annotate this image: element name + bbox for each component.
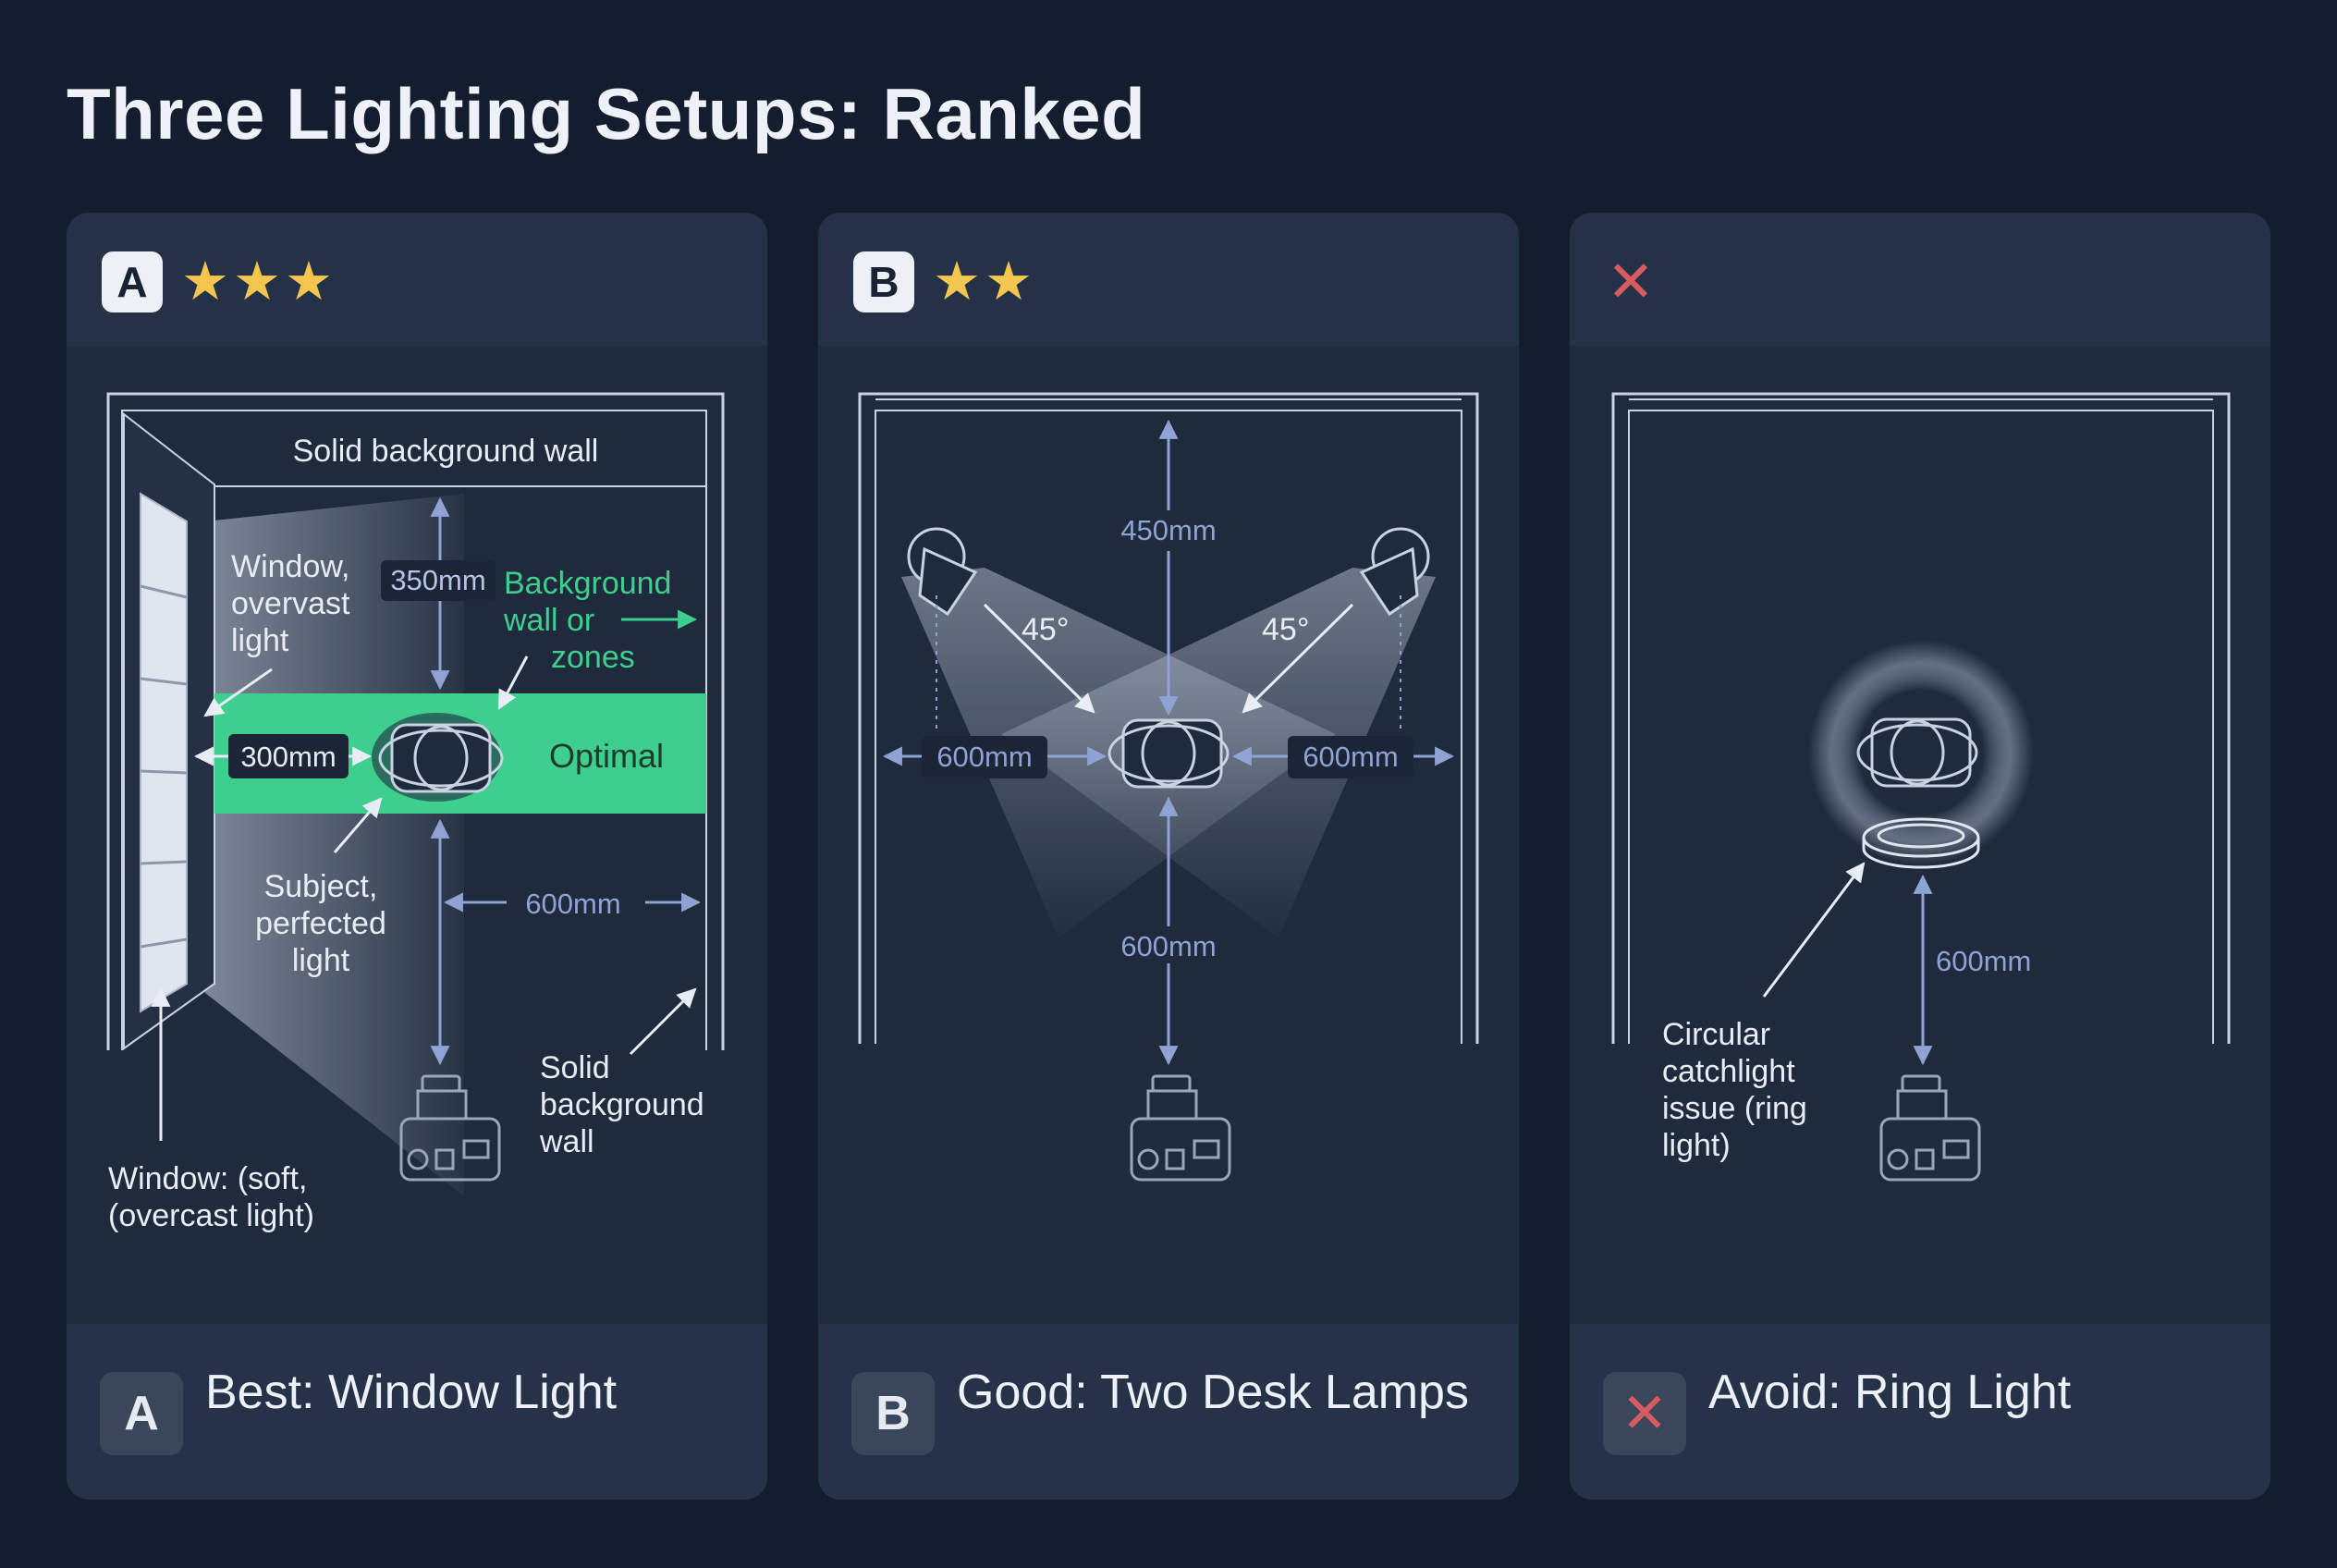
bg-label-line2: wall or <box>503 603 594 638</box>
dim-right-label: 600mm <box>525 888 620 920</box>
footer-title: Good: Two Desk Lamps <box>957 1366 1469 1419</box>
ring-light-diagram: 600mm Circular catchlight issue (ring li… <box>1611 392 2231 1182</box>
bg-label-line3: zones <box>551 640 635 675</box>
subject-icon <box>390 723 492 793</box>
close-icon: ✕ <box>1607 251 1655 314</box>
card-window-light: A ★★★ <box>67 213 767 1500</box>
footer-rank-badge: B <box>851 1372 935 1455</box>
issue-label-line1: Circular <box>1662 1017 1770 1052</box>
issue-label-line2: catchlight <box>1662 1054 1795 1089</box>
wall-right-line1: Solid <box>540 1050 610 1085</box>
camera-icon <box>1130 1074 1231 1182</box>
camera-icon <box>1879 1074 1981 1182</box>
optimal-label: Optimal <box>549 737 664 775</box>
room-wall <box>106 392 725 1050</box>
window-bottom-line2: (overcast light) <box>108 1198 314 1233</box>
footer-title: Best: Window Light <box>205 1366 618 1419</box>
dim-left-label: 300mm <box>240 741 336 773</box>
window-label-line1: Window, <box>231 549 350 584</box>
ring-light-icon <box>1862 817 1980 869</box>
issue-label-line4: light) <box>1662 1128 1731 1163</box>
dim-bottom-label: 600mm <box>1120 930 1216 962</box>
window-label-line3: light <box>231 623 289 658</box>
room-wall <box>1611 392 2231 1044</box>
star-rating: ★★ <box>933 251 1036 312</box>
subject-label-line2: perfected <box>255 906 386 941</box>
wall-right-line2: background <box>540 1087 704 1122</box>
card-footer: B Good: Two Desk Lamps <box>818 1324 1519 1500</box>
lamp-left-icon <box>907 527 978 617</box>
window-label-line2: overvast <box>231 586 350 621</box>
wall-top-label: Solid background wall <box>293 434 599 469</box>
subject-label-line1: Subject, <box>264 869 378 904</box>
dim-top-label: 450mm <box>1120 514 1216 546</box>
card-desk-lamps: B ★★ <box>818 213 1519 1500</box>
camera-icon <box>399 1074 501 1182</box>
angle-right-label: 45° <box>1262 612 1309 647</box>
footer-rank-badge: A <box>100 1372 183 1455</box>
page-title: Three Lighting Setups: Ranked <box>67 73 1146 154</box>
subject-label-line3: light <box>292 943 350 978</box>
window-light-diagram: 350mm 300mm 600mm Solid background wall … <box>106 392 725 1233</box>
card-header: ✕ <box>1570 213 2270 346</box>
dim-bottom-label: 600mm <box>1936 945 2031 977</box>
window-pane <box>140 492 188 1013</box>
card-footer: A Best: Window Light <box>67 1324 767 1500</box>
rank-badge: B <box>853 251 914 312</box>
dim-top-label: 350mm <box>390 564 485 596</box>
dim-left-label: 600mm <box>936 741 1032 773</box>
footer-close-icon: ✕ <box>1603 1372 1686 1455</box>
issue-label-line3: issue (ring <box>1662 1091 1807 1126</box>
card-ring-light: ✕ <box>1570 213 2270 1500</box>
dim-right-label: 600mm <box>1303 741 1398 773</box>
card-header: B ★★ <box>818 213 1519 346</box>
lamp-right-icon <box>1359 527 1430 617</box>
footer-title: Avoid: Ring Light <box>1708 1366 2072 1419</box>
desk-lamps-diagram: 450mm 600mm 600mm 600mm 45° 45° <box>858 392 1479 1182</box>
star-rating: ★★★ <box>181 251 336 312</box>
card-header: A ★★★ <box>67 213 767 346</box>
window-bottom-line1: Window: (soft, <box>108 1161 307 1196</box>
wall-right-line3: wall <box>539 1124 594 1159</box>
rank-badge: A <box>102 251 163 312</box>
room-wall <box>858 392 1479 1044</box>
angle-left-label: 45° <box>1022 612 1069 647</box>
card-footer: ✕ Avoid: Ring Light <box>1570 1324 2270 1500</box>
bg-label-line1: Background <box>504 566 671 601</box>
